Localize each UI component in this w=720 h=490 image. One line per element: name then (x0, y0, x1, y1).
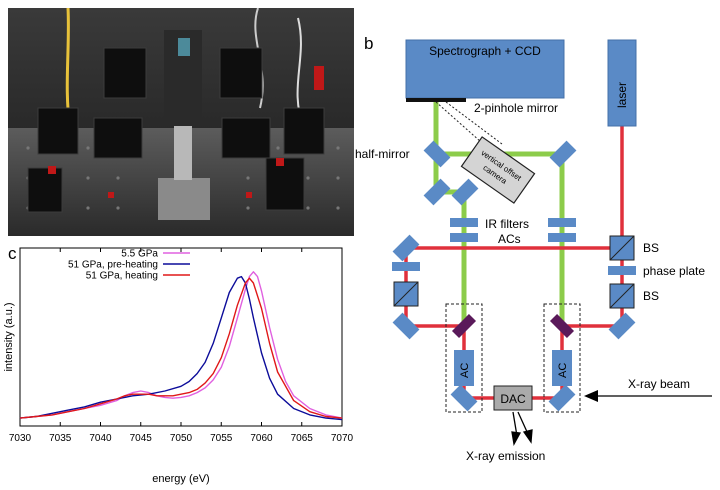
mirror-green-lower-left-a (423, 178, 451, 206)
ac-left-label: AC (459, 363, 471, 378)
dichroic-right (549, 313, 575, 339)
x-tick-label: 7055 (210, 433, 233, 444)
xray-emission-label: X-ray emission (466, 449, 545, 463)
acs-label: ACs (498, 232, 521, 246)
laser-label: laser (615, 82, 629, 108)
xray-beam-arrow (584, 390, 712, 402)
mirror-left-top (392, 234, 420, 262)
panel-label-b: b (364, 34, 374, 53)
y-axis-label: intensity (a.u.) (3, 302, 15, 371)
half-mirror-label: half-mirror (355, 147, 410, 161)
bs-bottom-label: BS (643, 289, 659, 303)
dac-label: DAC (500, 392, 526, 406)
mirror-right-bottom (608, 312, 636, 340)
bs-top-label: BS (643, 241, 659, 255)
x-tick-label: 7045 (130, 433, 153, 444)
ac-assembly-right-box (543, 303, 581, 413)
photo-illustration (8, 8, 354, 236)
waveplate-left (392, 262, 420, 271)
ir-filters-left (450, 218, 478, 242)
spectrograph-label: Spectrograph + CCD (429, 44, 541, 58)
half-mirror (423, 140, 451, 168)
laboratory-optics-table-photo (8, 8, 354, 236)
mirror-ac-left-bottom (450, 384, 478, 412)
xray-beam-label: X-ray beam (628, 377, 690, 391)
mirror-ac-right-bottom (548, 384, 576, 412)
series-line (19, 277, 343, 419)
mirror-left-bottom (392, 312, 420, 340)
series-lines (19, 271, 343, 421)
beam-splitter-top (609, 235, 635, 261)
phase-plate (608, 266, 636, 275)
dichroic-left (451, 313, 477, 339)
ac-assembly-left-box (445, 303, 483, 413)
beam-splitter-bottom (609, 283, 635, 309)
pinhole-mirror (406, 98, 466, 102)
spectrograph-ccd-box (405, 39, 565, 99)
plot-area-frame (19, 247, 343, 427)
x-tick-label: 7030 (9, 433, 32, 444)
mirror-green-top-right (549, 140, 577, 168)
x-tick-label: 7060 (250, 433, 273, 444)
mirror-green-lower-left-b (451, 178, 479, 206)
legend-entry-label: 51 GPa, pre-heating (68, 260, 158, 271)
xes-spectrum-chart: 7030 7035 7040 7045 7050 7055 7060 7065 7070 5.5… (3, 247, 354, 485)
x-tick-label: 7070 (331, 433, 354, 444)
x-axis-ticks: 7030 7035 7040 7045 7050 7055 7060 7065 7070 (9, 248, 354, 444)
xray-emission-arrows (511, 411, 533, 446)
x-tick-label: 7050 (170, 433, 193, 444)
ac-right (552, 350, 572, 386)
series-line (19, 271, 343, 419)
x-tick-label: 7040 (89, 433, 112, 444)
panel-label-c: c (8, 244, 17, 263)
ir-filters-label: IR filters (485, 217, 529, 231)
beam-splitter-left (393, 281, 419, 307)
x-tick-label: 7065 (291, 433, 314, 444)
legend-entry-label: 5.5 GPa (121, 249, 158, 260)
ac-left (454, 350, 474, 386)
x-tick-label: 7035 (49, 433, 72, 444)
signal-beam-paths (433, 100, 565, 322)
laser-box (607, 39, 637, 127)
phase-plate-label: phase plate (643, 264, 705, 278)
series-line (19, 275, 343, 421)
optical-schematic: Spectrograph + CCD laser 2-pinhole mirro… (355, 39, 712, 463)
x-axis-label: energy (eV) (152, 473, 209, 485)
pinhole-mirror-label: 2-pinhole mirror (474, 101, 558, 115)
legend-entry-label: 51 GPa, heating (86, 271, 158, 282)
dac-box (493, 385, 533, 411)
ir-filters-right (548, 218, 576, 242)
ac-right-label: AC (557, 363, 569, 378)
